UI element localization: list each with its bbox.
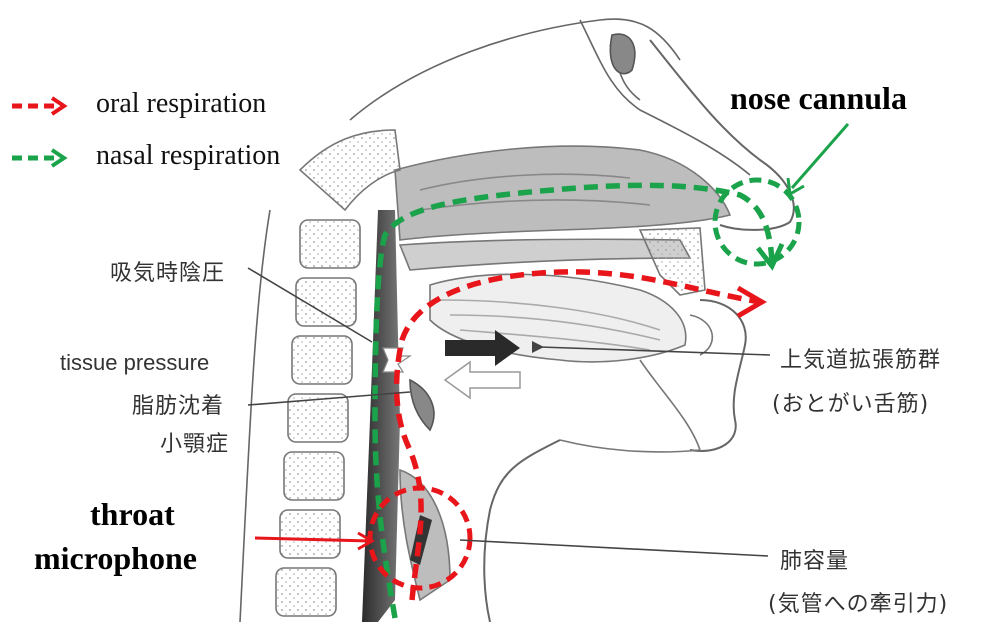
genioglossus-label: (おとがい舌筋) bbox=[772, 386, 929, 418]
nose-cannula-pointer bbox=[792, 124, 848, 188]
legend-oral-label: oral respiration bbox=[96, 88, 266, 120]
legend-swatches bbox=[12, 98, 64, 166]
tissue-pressure-label: tissue pressure bbox=[60, 350, 209, 376]
throat-microphone-pointer bbox=[255, 538, 370, 541]
throat-label: throat bbox=[90, 496, 175, 533]
head-anatomy bbox=[240, 19, 794, 622]
negative-pressure-label: 吸気時陰圧 bbox=[110, 255, 225, 287]
micrognathia-label: 小顎症 bbox=[160, 426, 229, 458]
upper-airway-muscles-label: 上気道拡張筋群 bbox=[780, 342, 941, 374]
fat-deposit-label: 脂肪沈着 bbox=[132, 388, 224, 420]
leader-lung-volume bbox=[460, 540, 768, 556]
nose-cannula-pointer-head bbox=[788, 178, 804, 194]
lung-volume-label: 肺容量 bbox=[780, 543, 849, 575]
tracheal-traction-label: (気管への牽引力) bbox=[768, 586, 948, 618]
legend-nasal-label: nasal respiration bbox=[96, 140, 280, 172]
nose-cannula-label: nose cannula bbox=[730, 80, 907, 117]
microphone-label: microphone bbox=[34, 540, 197, 577]
